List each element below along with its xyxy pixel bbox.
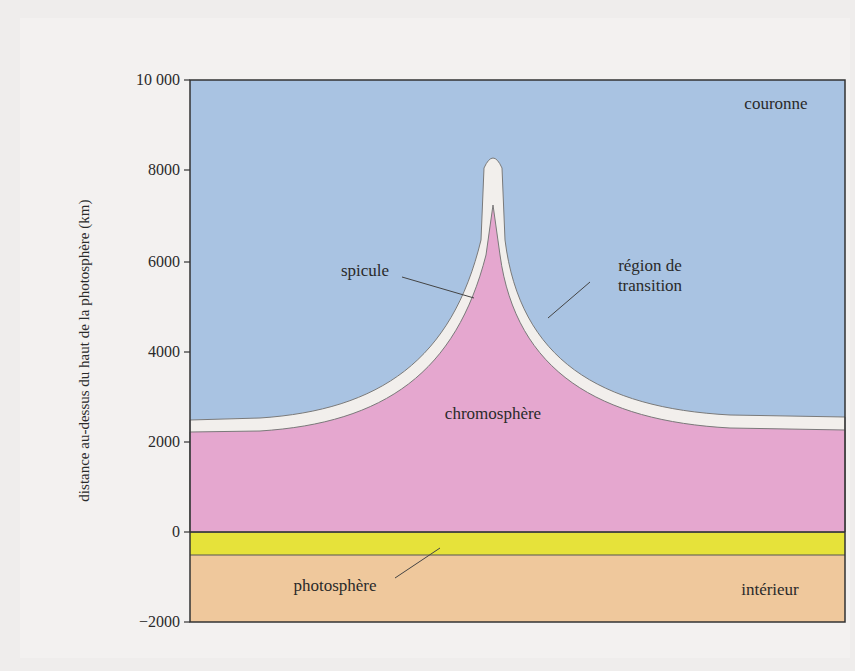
- tick-label: −2000: [139, 613, 180, 631]
- photosphere-band: [190, 532, 845, 555]
- interior-region: [190, 555, 845, 622]
- leader-lines: [395, 277, 590, 578]
- photosphere-base: [190, 555, 845, 556]
- tick-label: 6000: [148, 253, 180, 271]
- axis-ticks: [184, 80, 190, 622]
- tick-label: 8000: [148, 161, 180, 179]
- region-name: chromosphère: [445, 404, 541, 424]
- tick-label: 10 000: [136, 71, 180, 89]
- tick-label: 2000: [148, 433, 180, 451]
- page-ground: [20, 18, 850, 658]
- zero-line: [190, 531, 845, 533]
- region-name: intérieur: [741, 580, 799, 600]
- corona-region: [190, 80, 845, 622]
- region-name: spicule: [341, 261, 389, 281]
- axis-title: distance au-dessus du haut de la photosp…: [76, 200, 93, 502]
- region-name: photosphère: [293, 576, 376, 596]
- region-name: région de transition: [590, 256, 710, 295]
- region-name: couronne: [744, 94, 807, 114]
- plot-frame: [190, 80, 845, 622]
- tick-label: 0: [172, 523, 180, 541]
- chromosphere-region: [190, 205, 845, 532]
- transition-region: [190, 158, 845, 532]
- tick-label: 4000: [148, 343, 180, 361]
